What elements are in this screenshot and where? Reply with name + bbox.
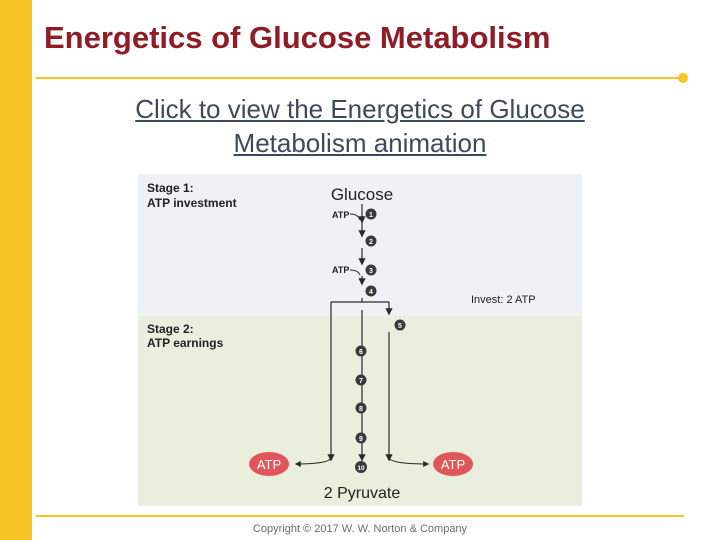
step-7: 7	[355, 374, 367, 386]
step-7-number: 7	[359, 378, 363, 385]
atp-output-arrow-left	[294, 457, 332, 467]
atp-output-arrow-right	[388, 457, 430, 467]
atp-input-label-1: ATP	[332, 210, 349, 220]
step-10: 10	[355, 461, 367, 473]
step-1: 1	[365, 208, 377, 220]
stage1-background	[138, 174, 582, 316]
atp-earned-badge-left: ATP	[249, 452, 289, 476]
step-3-number: 3	[369, 268, 373, 275]
step-3: 3	[365, 264, 377, 276]
animation-link[interactable]: Click to view the Energetics of Glucose …	[60, 92, 660, 160]
step-6-number: 6	[359, 349, 363, 356]
glucose-label: Glucose	[331, 185, 393, 204]
animation-link-line-1: Click to view the Energetics of Glucose	[135, 94, 585, 124]
step-10-number: 10	[357, 465, 365, 472]
step-2-number: 2	[369, 239, 373, 246]
atp-earned-label-right: ATP	[441, 457, 465, 472]
step-9-number: 9	[359, 436, 363, 443]
step-4-number: 4	[369, 289, 373, 296]
split-branch	[331, 298, 389, 303]
atp-earned-badge-right: ATP	[433, 452, 473, 476]
animation-link-line-2: Metabolism animation	[233, 128, 487, 158]
step-8-number: 8	[359, 406, 363, 413]
stage2-title: Stage 2:	[147, 322, 194, 336]
stage1-title: Stage 1:	[147, 181, 194, 195]
copyright-notice: Copyright © 2017 W. W. Norton & Company	[252, 523, 468, 535]
left-accent-bar	[0, 0, 32, 540]
step-6: 6	[355, 345, 367, 357]
atp-input-arrow-2	[349, 269, 361, 276]
pyruvate-label: 2 Pyruvate	[324, 485, 401, 502]
footer-rule	[36, 515, 684, 517]
atp-earned-label-left: ATP	[257, 457, 281, 472]
atp-input-label-2: ATP	[332, 265, 349, 275]
step-1-number: 1	[369, 212, 373, 219]
step-5-number: 5	[398, 323, 402, 330]
glycolysis-diagram: Stage 1: ATP investment Stage 2: ATP ear…	[138, 174, 582, 506]
slide-title: Energetics of Glucose Metabolism	[44, 20, 551, 55]
title-underline-dot	[678, 73, 688, 83]
title-underline	[36, 77, 682, 79]
invest-label: Invest: 2 ATP	[471, 294, 536, 306]
step-9: 9	[355, 432, 367, 444]
step-5: 5	[394, 319, 406, 331]
step-4: 4	[365, 285, 377, 297]
atp-input-arrow-1	[349, 213, 361, 221]
step-2: 2	[365, 235, 377, 247]
stage1-subtitle: ATP investment	[147, 196, 237, 210]
stage2-subtitle: ATP earnings	[147, 336, 224, 350]
step-8: 8	[355, 402, 367, 414]
